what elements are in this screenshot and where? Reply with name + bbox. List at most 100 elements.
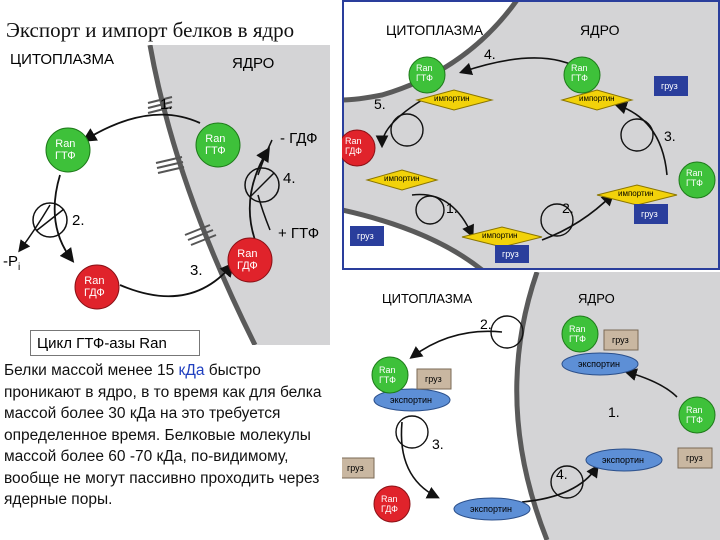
- import-cargo-right: [634, 204, 668, 224]
- import-cargo-nucleus: [654, 76, 688, 96]
- export-membrane: [514, 272, 550, 540]
- importin-label-5: импортин: [618, 189, 654, 198]
- importin-top-right: [560, 89, 634, 111]
- import-nucleus-label: ЯДРО: [580, 22, 620, 38]
- cytoplasm-label-left: ЦИТОПЛАЗМА: [10, 51, 115, 68]
- export-cargo-left: [342, 457, 375, 479]
- import-step-3: 3.: [664, 128, 676, 144]
- arrow-plus-gtp: [257, 194, 271, 231]
- export-nucleus-label: ЯДРО: [578, 291, 615, 306]
- export-arrow-4: [521, 464, 599, 503]
- import-gear: [415, 195, 445, 225]
- left-step-2: 2.: [72, 212, 85, 229]
- import-cargo-cyto: [350, 226, 384, 246]
- import-cargo-label-4: груз: [641, 209, 658, 219]
- import-step-4: 4.: [484, 46, 496, 62]
- import-ran-gdp: [342, 129, 376, 167]
- export-step-4: 4.: [556, 466, 568, 482]
- export-cargo-nucleus-top: [603, 329, 639, 351]
- export-arrow-1: [623, 368, 678, 398]
- import-gear: [620, 118, 654, 152]
- kda-highlight: кДа: [178, 362, 205, 379]
- export-cargo-label-2: груз: [425, 374, 442, 384]
- ran-gdp-cytoplasm: [74, 264, 120, 310]
- importin-label-2: импортин: [579, 94, 615, 103]
- nucleus-label-left: ЯДРО: [232, 55, 275, 72]
- exportin-nucleus: [561, 352, 639, 376]
- import-arrow-1: [411, 193, 474, 238]
- left-step-1: 1.: [160, 96, 173, 113]
- minus-pi-label: -Pi: [3, 253, 21, 273]
- export-ran-gdp: [373, 485, 411, 523]
- export-cytoplasm-label: ЦИТОПЛАЗМА: [382, 291, 473, 306]
- plus-gtp-label: + ГТФ: [278, 225, 320, 242]
- arrow-step-1: [81, 113, 201, 142]
- exportin-label-3: экспортин: [602, 455, 644, 465]
- import-gear: [390, 113, 424, 147]
- importin-right: [596, 184, 678, 206]
- import-frame: [342, 0, 720, 270]
- export-step-3: 3.: [432, 436, 444, 452]
- importin-label-1: импортин: [434, 94, 470, 103]
- export-gear: [395, 415, 429, 449]
- import-cargo-label-3: груз: [502, 249, 519, 259]
- import-cargo-label-1: груз: [661, 81, 678, 91]
- export-ran-gtp-b-text: Ran ГТФ: [379, 365, 396, 385]
- export-gear: [490, 315, 524, 349]
- exportin-cyto: [373, 388, 451, 412]
- ran-gtp-nuc-text: Ran ГТФ: [205, 133, 226, 157]
- nuclear-membrane: [147, 45, 258, 345]
- arrow-step-4: [248, 146, 270, 241]
- export-step-1: 1.: [608, 404, 620, 420]
- import-gear: [540, 203, 574, 237]
- slide-title: Экспорт и импорт белков в ядро: [6, 18, 295, 42]
- body-paragraph: Белки массой менее 15 кДа быстро проника…: [4, 362, 322, 508]
- import-arrow-2: [541, 192, 615, 241]
- import-cargo-pore: [495, 245, 529, 263]
- import-ran-gdp-text: Ran ГДФ: [345, 136, 363, 156]
- ran-gtp-cytoplasm: [45, 127, 91, 173]
- import-cargo-label-2: груз: [357, 231, 374, 241]
- ran-gdp-nuc-text: Ran ГДФ: [237, 248, 258, 272]
- arrow-step-2: [53, 174, 75, 263]
- ran-gtp-nucleus: [195, 122, 241, 168]
- export-ran-gtp-a-text: Ran ГТФ: [569, 324, 586, 344]
- import-ran-gtp-b-text: Ran ГТФ: [571, 63, 588, 83]
- exportin-bottom: [453, 497, 531, 521]
- ran-gdp-nucleus: [227, 237, 273, 283]
- export-ran-gdp-text: Ran ГДФ: [381, 494, 399, 514]
- exportin-label-1: экспортин: [578, 359, 620, 369]
- export-cargo-label-3: груз: [347, 463, 364, 473]
- export-step-2: 2.: [480, 316, 492, 332]
- left-step-4: 4.: [283, 170, 296, 187]
- import-membrane-bottom: [342, 207, 484, 270]
- import-panel: [342, 0, 720, 270]
- export-gear: [550, 465, 584, 499]
- import-ran-gtp-c: [678, 161, 716, 199]
- export-ran-gtp-b: [371, 356, 409, 394]
- exchange-circle: [244, 167, 280, 203]
- export-cargo-cyto: [416, 368, 452, 390]
- export-panel: [342, 272, 720, 540]
- importin-top-left: [415, 89, 494, 111]
- importin-label-4: импортин: [482, 231, 518, 240]
- export-arrow-3: [400, 421, 440, 499]
- figure-caption: Цикл ГТФ-азы Ran: [30, 330, 200, 356]
- arrow-minus-gdp: [257, 139, 273, 176]
- left-step-3: 3.: [190, 262, 203, 279]
- nuclear-pore: [184, 224, 217, 246]
- ran-cycle-panel: [0, 45, 330, 345]
- exportin-label-2: экспортин: [390, 395, 432, 405]
- importin-label-3: импортин: [384, 174, 420, 183]
- export-cargo-label-1: груз: [612, 335, 629, 345]
- import-cytoplasm-region: [342, 0, 517, 100]
- importin-mid: [365, 169, 439, 191]
- import-step-1: 1.: [446, 200, 458, 216]
- import-cytoplasm-lower: [342, 210, 482, 270]
- nuclear-pore: [155, 156, 185, 174]
- import-step-5: 5.: [374, 96, 386, 112]
- import-cytoplasm-label: ЦИТОПЛАЗМА: [386, 22, 484, 38]
- exportin-label-4: экспортин: [470, 504, 512, 514]
- exportin-right: [585, 448, 663, 472]
- import-ran-gtp-a: [408, 56, 446, 94]
